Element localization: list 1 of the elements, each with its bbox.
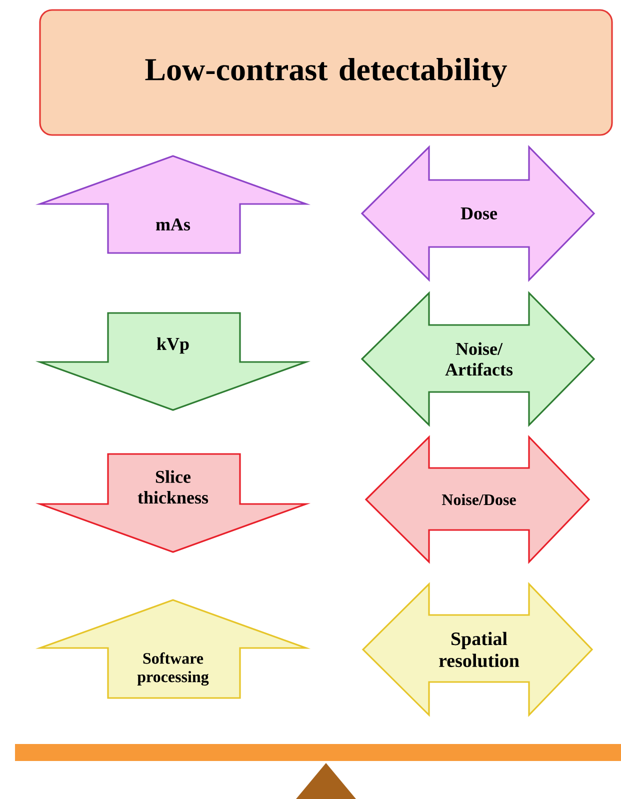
- title-box: Low-contrast detectability: [39, 9, 613, 136]
